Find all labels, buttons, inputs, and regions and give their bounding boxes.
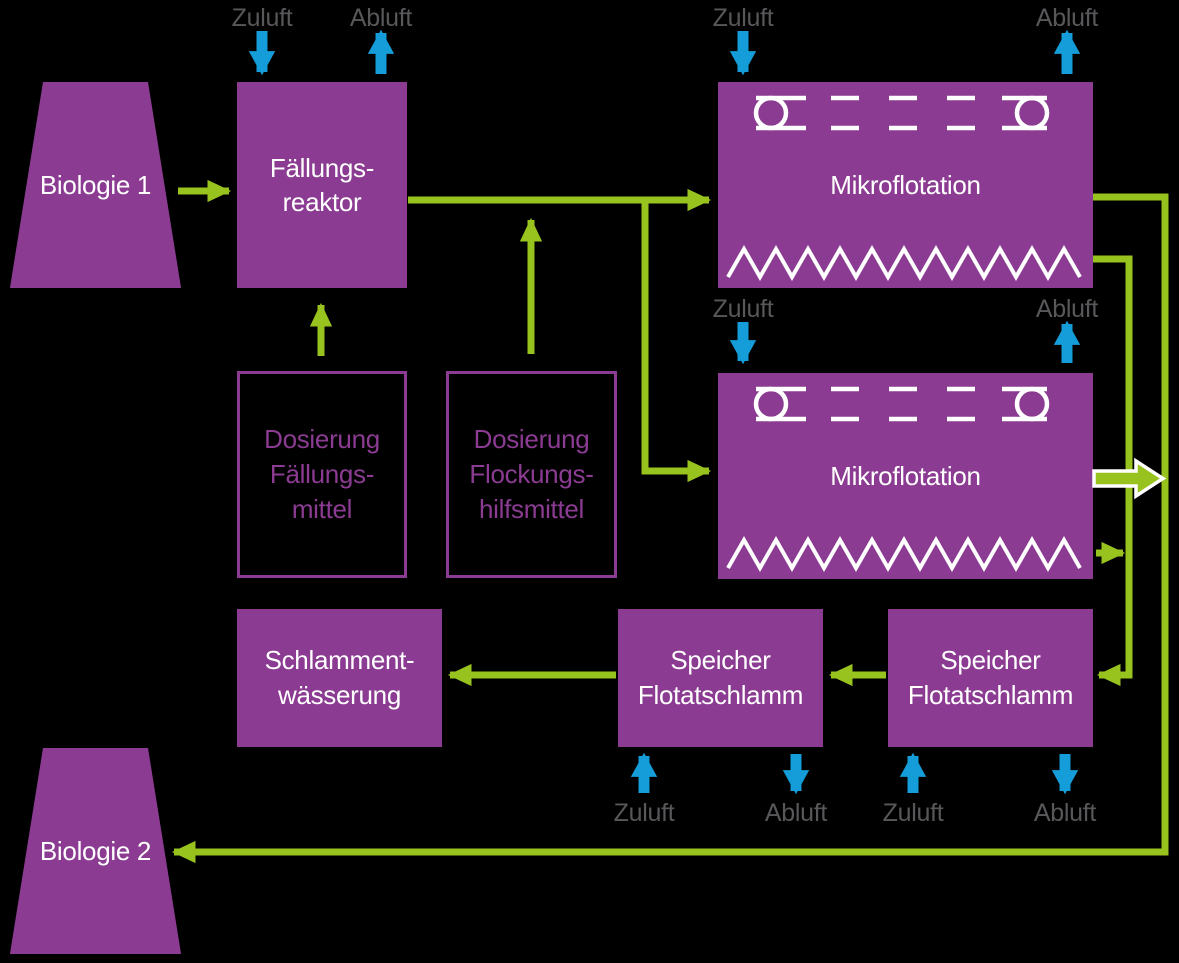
zuluft-label-faellungsreaktor: Zuluft <box>231 4 293 32</box>
node-mikroflotation-1-label: Mikroflotation <box>830 170 981 200</box>
abluft-label-speicher-links: Abluft <box>764 799 828 827</box>
node-schlammentwaesserung-line1: Schlamment- <box>264 645 415 675</box>
abluft-label-mikroflotation-1: Abluft <box>1035 4 1099 32</box>
node-speicher-flotatschlamm-links: Speicher Flotatschlamm <box>618 609 823 747</box>
node-speicher-flotatschlamm-rechts-line1: Speicher <box>940 645 1041 675</box>
abluft-label-speicher-rechts: Abluft <box>1033 799 1097 827</box>
abluft-label-faellungsreaktor: Abluft <box>349 4 413 32</box>
flow-branch-to-mikroflotation2-arrow <box>641 200 712 483</box>
node-dosierung-flockungshilfsmittel-line3: hilfsmittel <box>478 494 585 524</box>
node-dosierung-flockungshilfsmittel-line1: Dosierung <box>473 424 590 454</box>
node-dosierung-flockungshilfsmittel-line2: Flockungs- <box>469 459 594 489</box>
node-biologie-1-label: Biologie 1 <box>39 170 152 200</box>
node-dosierung-faellungsmittel: Dosierung Fällungs- mittel <box>237 371 407 578</box>
node-speicher-flotatschlamm-rechts-line2: Flotatschlamm <box>907 680 1074 710</box>
node-mikroflotation-2-label: Mikroflotation <box>830 461 981 491</box>
node-dosierung-faellungsmittel-line1: Dosierung <box>264 424 380 454</box>
node-faellungsreaktor: Fällungs- reaktor <box>237 82 407 288</box>
node-biologie-1: Biologie 1 <box>9 82 182 288</box>
node-schlammentwaesserung: Schlamment- wässerung <box>237 609 442 747</box>
node-faellungsreaktor-line1: Fällungs- <box>269 153 375 183</box>
zuluft-label-mikroflotation-2: Zuluft <box>712 295 774 323</box>
flow-mikroflotation2-clearwater-hollow-arrow <box>1092 457 1167 500</box>
node-dosierung-faellungsmittel-line2: Fällungs- <box>269 459 375 489</box>
zuluft-label-speicher-rechts: Zuluft <box>882 799 944 827</box>
zuluft-label-speicher-links: Zuluft <box>613 799 675 827</box>
abluft-label-mikroflotation-2: Abluft <box>1035 295 1099 323</box>
node-mikroflotation-1: Mikroflotation <box>718 82 1093 288</box>
zuluft-label-mikroflotation-1: Zuluft <box>712 4 774 32</box>
node-biologie-2: Biologie 2 <box>9 748 182 954</box>
node-dosierung-flockungshilfsmittel: Dosierung Flockungs- hilfsmittel <box>446 371 617 578</box>
node-dosierung-faellungsmittel-line3: mittel <box>291 494 353 524</box>
node-speicher-flotatschlamm-links-line1: Speicher <box>670 645 771 675</box>
node-mikroflotation-2: Mikroflotation <box>718 373 1093 579</box>
flow-mikroflotation1-sludge-to-speicher-rechts-arrow <box>1093 255 1133 687</box>
node-schlammentwaesserung-line2: wässerung <box>277 680 402 710</box>
node-speicher-flotatschlamm-rechts: Speicher Flotatschlamm <box>888 609 1093 747</box>
node-biologie-2-label: Biologie 2 <box>39 836 152 866</box>
node-faellungsreaktor-line2: reaktor <box>282 187 362 217</box>
node-speicher-flotatschlamm-links-line2: Flotatschlamm <box>637 680 804 710</box>
